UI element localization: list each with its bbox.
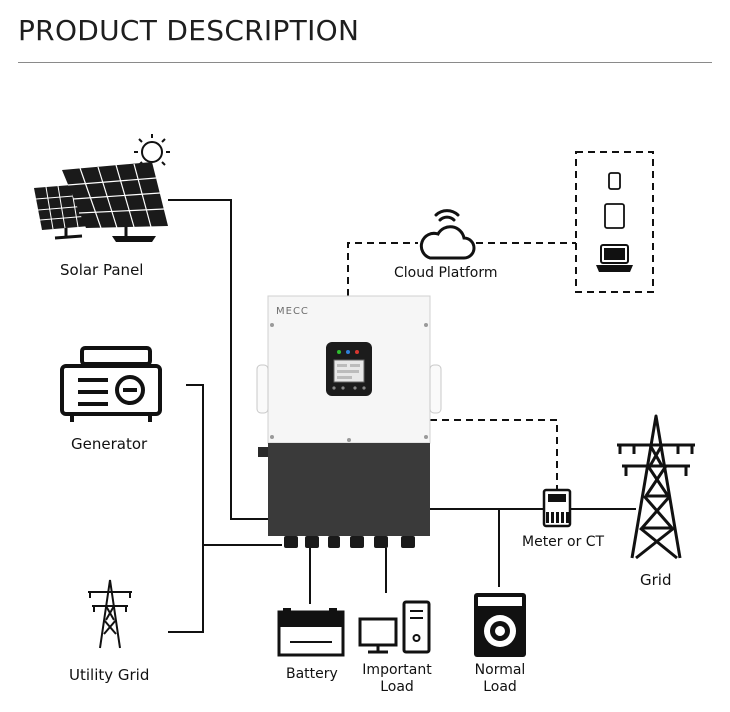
cloud-link-left (347, 242, 418, 296)
cloud-icon (419, 209, 476, 260)
normal-load-line-2: Load (483, 679, 517, 695)
battery-label: Battery (286, 666, 338, 682)
washing-machine-icon (474, 593, 526, 657)
important-load-line-1: Important (362, 662, 432, 678)
important-load-line-2: Load (380, 679, 414, 695)
grid-label: Grid (640, 571, 672, 589)
generator-label: Generator (71, 435, 148, 453)
utility-grid-label: Utility Grid (69, 666, 150, 684)
battery-icon (277, 608, 345, 657)
meter-icon (542, 488, 572, 528)
normal-load-line-1: Normal (474, 662, 526, 678)
generator-line (186, 384, 282, 546)
normal-load-label: Normal Load (468, 662, 532, 696)
phone-icon (608, 172, 621, 190)
solar-panel-icon (34, 162, 168, 242)
important-load-label: Important Load (358, 662, 436, 696)
page-title: PRODUCT DESCRIPTION (18, 14, 360, 47)
computer-icon (358, 600, 431, 654)
cloud-platform-label: Cloud Platform (394, 265, 498, 281)
generator-icon (60, 346, 162, 422)
title-divider (18, 62, 712, 63)
solar-line (168, 199, 268, 520)
utility-tower-icon (88, 579, 132, 649)
solar-panel-label: Solar Panel (60, 261, 144, 279)
utility-grid-line (168, 545, 204, 633)
grid-tower-icon (617, 414, 695, 560)
solid-connections (168, 199, 636, 633)
inverter-unit (256, 295, 442, 548)
laptop-icon (596, 244, 633, 272)
meter-label: Meter or CT (522, 534, 605, 550)
meter-link (430, 419, 558, 490)
dashed-connections (347, 151, 654, 490)
tablet-icon (604, 203, 625, 229)
inverter-brand: MECC (276, 306, 309, 317)
devices-box (575, 151, 654, 293)
